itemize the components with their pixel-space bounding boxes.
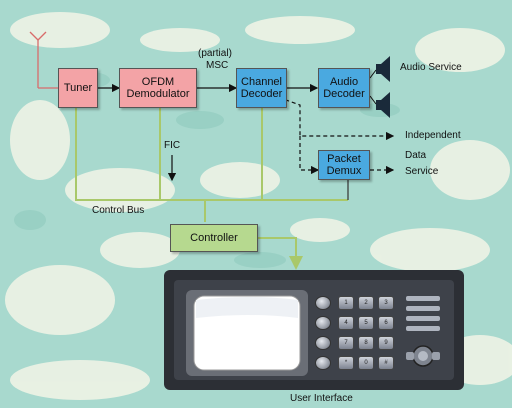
packet-demux-block: Packet Demux [318,150,370,180]
side-button[interactable] [315,296,331,310]
keypad-key[interactable]: 0 [358,356,374,370]
keypad-key[interactable]: 8 [358,336,374,350]
keypad-key[interactable]: 9 [378,336,394,350]
keypad-key[interactable]: 7 [338,336,354,350]
tuner-block: Tuner [58,68,98,108]
antenna-icon [29,31,60,89]
keypad-key[interactable]: # [378,356,394,370]
controller-block: Controller [170,224,258,252]
speaker-icon [376,92,390,118]
data-label: Data [405,150,427,161]
speaker-icon [376,56,390,82]
side-button[interactable] [315,336,331,350]
msc-label: MSC [206,60,229,71]
keypad-key[interactable]: 6 [378,316,394,330]
keypad-key[interactable]: 5 [358,316,374,330]
control-bus-lines [75,107,348,270]
audio-decoder-block: Audio Decoder [318,68,370,108]
keypad-key[interactable]: 4 [338,316,354,330]
user-interface-label: User Interface [290,393,353,404]
ofdm-demodulator-block: OFDM Demodulator [119,68,197,108]
independent-label: Independent [405,130,461,141]
keypad-key[interactable]: 1 [338,296,354,310]
keypad-key[interactable]: * [338,356,354,370]
to-packet-demux-arrow [299,136,320,175]
fic-label: FIC [164,140,181,151]
keypad-key[interactable]: 2 [358,296,374,310]
control-bus-label: Control Bus [92,205,145,216]
service-label: Service [405,166,439,177]
side-button[interactable] [315,356,331,370]
partial-label: (partial) [198,48,232,59]
user-interface-device [164,270,464,390]
side-button[interactable] [315,316,331,330]
channel-decoder-block: Channel Decoder [236,68,287,108]
audio-service-label: Audio Service [400,62,462,73]
keypad-key[interactable]: 3 [378,296,394,310]
speaker-links [369,69,377,105]
